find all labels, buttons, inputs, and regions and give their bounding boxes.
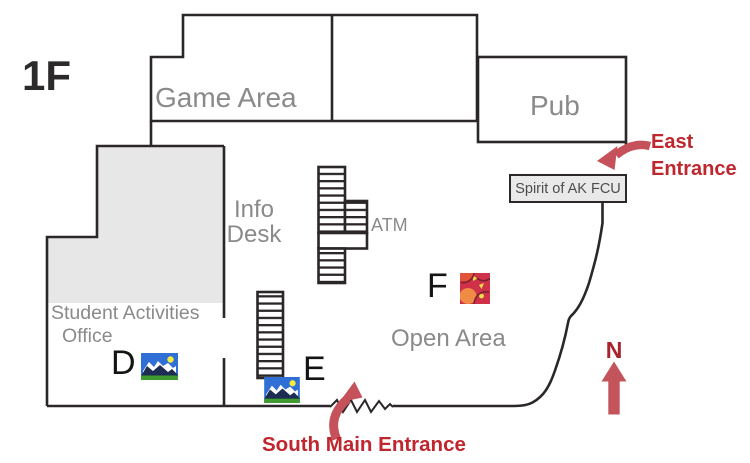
room-label-student-activities-line2: Office: [62, 325, 113, 347]
north-arrow-icon: [601, 361, 627, 415]
east-entrance-label-line1: East: [651, 131, 694, 153]
south-stairs-icon: [256, 290, 285, 380]
east-entrance-arrow-icon: [597, 140, 652, 170]
credit-union-booth: Spirit of AK FCU: [509, 174, 627, 203]
walls: [45, 13, 628, 408]
room-label-pub: Pub: [530, 90, 580, 121]
south-entrance-arrow-icon: [329, 381, 363, 441]
north-label: N: [605, 337, 623, 363]
room-label-game-area: Game Area: [155, 82, 297, 113]
room-label-student-activities-line1: Student Activities: [51, 302, 200, 324]
landscape-photo-icon: [141, 353, 178, 380]
marker-letter-e: E: [303, 350, 326, 388]
room-label-info-desk-line1: Info: [233, 196, 275, 223]
marker-letter-f: F: [427, 267, 448, 305]
room-label-open-area: Open Area: [391, 325, 506, 352]
south-entrance-label: South Main Entrance: [262, 433, 466, 456]
student-activities-room-fill: [47, 146, 224, 303]
east-entrance-label-line2: Entrance: [651, 158, 737, 180]
landscape-photo-icon: [264, 377, 300, 403]
atm-stairs-icon: [317, 165, 369, 285]
abstract-art-icon: [459, 272, 491, 305]
room-label-atm: ATM: [371, 215, 408, 235]
marker-letter-d: D: [111, 344, 136, 382]
floor-label: 1F: [22, 52, 72, 99]
credit-union-label: Spirit of AK FCU: [515, 180, 621, 197]
room-label-info-desk-line2: Desk: [226, 221, 282, 248]
